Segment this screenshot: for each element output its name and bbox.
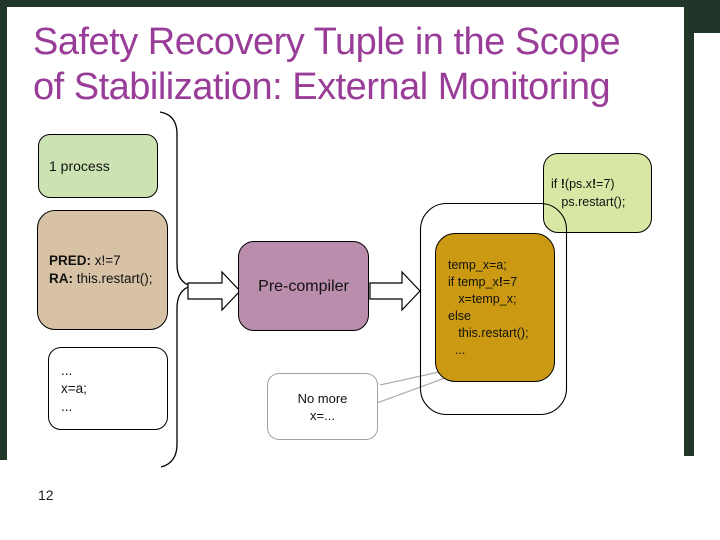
- precompiler-box-label: Pre-compiler: [258, 277, 349, 295]
- generated-code-box: temp_x=a;if temp_x!=7 x=temp_x;else this…: [435, 233, 555, 382]
- slide-title: Safety Recovery Tuple in the Scope of St…: [33, 20, 693, 110]
- slide-frame-left: [0, 0, 7, 460]
- source-code-box: ...x=a;...: [48, 347, 168, 430]
- precompiler-box: Pre-compiler: [238, 241, 369, 331]
- slide-frame-top: [0, 0, 720, 7]
- slide-frame-right: [684, 0, 694, 456]
- flow-arrow-right: [369, 270, 421, 312]
- process-box: 1 process: [38, 134, 158, 198]
- page-number: 12: [38, 487, 54, 503]
- flow-arrow-left: [187, 270, 241, 312]
- process-box-label: 1 process: [49, 157, 110, 174]
- external-monitor-code-box: if !(ps.x!=7) ps.restart();: [543, 153, 652, 233]
- slide-title-line2: of Stabilization: External Monitoring: [33, 66, 611, 108]
- callout-leader-line-lower: [376, 374, 454, 404]
- slide-title-line1: Safety Recovery Tuple in the Scope: [33, 21, 621, 63]
- slide-frame-corner: [688, 0, 720, 33]
